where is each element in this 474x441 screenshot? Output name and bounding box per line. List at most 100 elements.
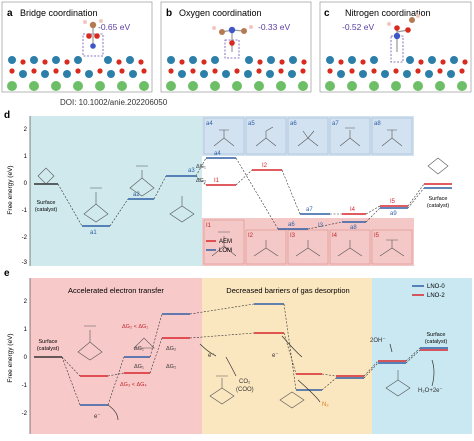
surface-label: (catalyst) [37,346,59,352]
y-axis-label: Free energy (eV) [7,165,14,214]
surface-labels: Surface (catalyst) Surface (catalyst) [37,332,447,352]
box-label: I5 [374,233,380,239]
panel-d-molecules [37,157,449,223]
adsorbate-molecule [387,14,420,52]
y-tick: -1 [22,383,28,389]
doi-text: DOI: 10.1002/anie.202206050 [60,98,168,107]
delta-g-label: ΔG₂ [196,178,206,184]
y-tick: 1 [24,327,28,333]
species-label: H₂O+2e⁻ [418,388,443,394]
legend-label: LNO-2 [427,293,445,299]
panel-c-energy: -0.52 eV [342,22,374,32]
level-label: I1 [214,178,220,184]
delta-g-labels: ΔG₁ ΔG₂ [196,164,206,184]
electron-labels: e⁻ e⁻ e⁻ [94,353,279,420]
surface-label: Surface [39,339,58,345]
species-label: N₂ [322,402,329,408]
adsorbate-molecule [212,25,253,52]
top-box-molecules [213,126,403,147]
panel-d: d a4 a5 a6 a7 a8 I1 I2 I3 [4,110,452,266]
panel-letter-c: c [324,8,330,19]
delta-g-label: ΔG₁ [134,346,144,352]
panel-b-energy: -0.33 eV [258,22,290,32]
energy-levels [34,303,448,406]
box-label: a7 [332,121,339,127]
y-tick: -3 [22,260,28,266]
level-label: a7 [306,207,313,213]
species-labels: CO₂ (COO) N₂ 2OH⁻ H₂O+2e⁻ [236,338,443,408]
panel-letter-b: b [166,8,172,19]
box-label: a6 [290,121,297,127]
y-tick: 0 [24,355,28,361]
delta-g-label: ΔG₁ [196,164,206,170]
y-tick: 2 [24,127,28,133]
panel-e: e Accelerated electron transfer Decrease… [4,268,472,434]
surface-label: (catalyst) [427,203,449,209]
panel-b: b Oxygen coordination -0.33 eV [160,1,312,93]
y-tick: 2 [24,299,28,305]
section-title: Decreased barriers of gas desorption [226,286,349,295]
crystal-slab [166,56,308,91]
top-box-labels: a4 a5 a6 a7 a8 [206,121,381,127]
highlight-box [390,35,404,63]
level-label: I5 [390,199,396,205]
level-label: a6 [288,222,295,228]
bottom-box-molecules [211,231,405,257]
surface-labels: Surface (catalyst) Surface (catalyst) [35,196,449,213]
y-axis-label: Free energy (eV) [7,333,14,382]
section-title: Accelerated electron transfer [68,286,164,295]
level-label: I2 [262,163,268,169]
y-tick: -2 [22,411,28,417]
surface-label: (catalyst) [425,339,447,345]
level-label: a9 [390,211,397,217]
panel-letter-e: e [4,268,10,279]
y-tick: -2 [22,235,28,241]
aem-background [30,116,202,266]
delta-g-label: ΔG₂ [166,364,176,370]
connector-lines [61,303,421,406]
level-label: I3 [318,223,324,229]
panel-a-energy: -0.65 eV [98,22,130,32]
electron-label: e⁻ [208,353,215,359]
level-labels: a1 a2 a3 a4 I1 I2 a6 a7 I3 I4 a8 I5 a9 [90,151,397,236]
box-label: a5 [248,121,255,127]
box-label: I3 [290,233,296,239]
surface-label: Surface [427,332,446,338]
panel-a-title: Bridge coordination [20,8,98,18]
electron-label: e⁻ [94,414,101,420]
delta-g-label: ΔG₃ < ΔG₄ [120,382,147,388]
surface-label: (catalyst) [35,207,57,213]
box-label: a4 [206,121,213,127]
bottom-intermediate-boxes [203,219,413,265]
section-electron-transfer [30,278,202,434]
species-label: 2OH⁻ [370,338,386,344]
level-label: a3 [188,168,195,174]
crystal-slab [7,56,149,91]
box-label: I1 [206,223,212,229]
delta-g-label: ΔG₂ < ΔG₁ [122,324,148,330]
surface-label: Surface [37,200,56,206]
panel-c-title: Nitrogen coordination [345,8,431,18]
bottom-box-labels: I1 I2 I3 I4 I5 [206,223,380,239]
section-regeneration [372,278,472,434]
delta-g-label: ΔG₁ [134,364,144,370]
connector-lines [57,157,425,230]
legend-label: AEM [219,239,232,245]
panel-a: a Bridge coordination -0.65 eV [1,1,153,93]
y-tick-labels: 2 1 0 -1 -2 -3 [22,127,28,266]
adsorbate-molecule [83,19,103,49]
panel-e-legend: LNO-0 LNO-2 [412,284,445,299]
panel-b-title: Oxygen coordination [179,8,262,18]
surface-label: Surface [429,196,448,202]
crystal-slab [325,56,468,91]
level-label: a4 [214,151,221,157]
species-label: (COO) [236,387,254,393]
box-label: I4 [332,233,338,239]
legend-label: LNO-0 [427,284,445,290]
panel-letter-a: a [7,8,13,19]
box-label: I2 [248,233,254,239]
energy-levels [34,157,452,230]
panel-letter-d: d [4,110,10,121]
